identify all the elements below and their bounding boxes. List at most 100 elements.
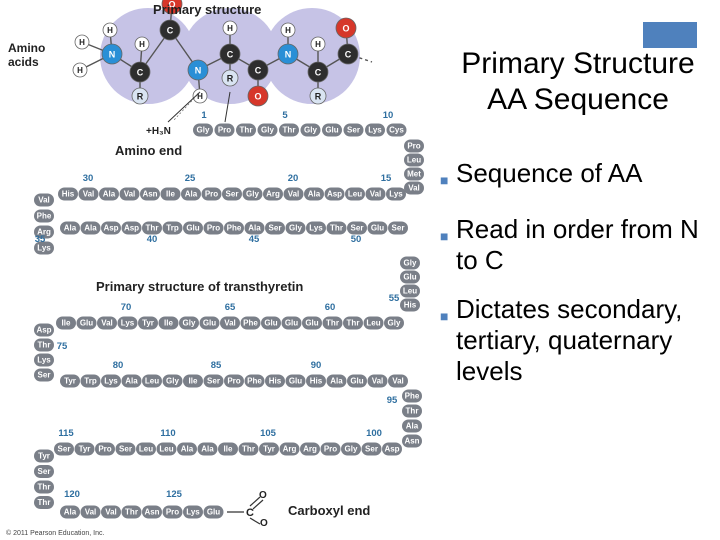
- residue-label: Tyr: [142, 319, 154, 328]
- residue-label: Thr: [326, 319, 339, 328]
- residue-label: Val: [372, 377, 384, 386]
- residue-bead: Val: [283, 187, 304, 201]
- residue-bead: Ala: [181, 187, 201, 201]
- residue-label: Lys: [368, 126, 382, 135]
- residue-bead: Ala: [121, 374, 142, 388]
- bullet-marker-icon: ■: [440, 308, 449, 324]
- residue-bead: Asp: [324, 187, 345, 201]
- residue-bead: Gly: [341, 442, 361, 456]
- residue-label: Asp: [384, 445, 399, 454]
- atom-label: C: [227, 50, 234, 60]
- residue-label: Ala: [84, 224, 97, 233]
- residue-number: 45: [249, 234, 260, 245]
- residue-label: Ala: [64, 224, 77, 233]
- residue-bead: Val: [220, 316, 240, 330]
- residue-label: Glu: [207, 508, 220, 517]
- residue-bead: Leu: [404, 153, 424, 167]
- amino-end-label: Amino end: [115, 143, 182, 158]
- residue-bead: Lys: [306, 221, 326, 235]
- residue-label: Asn: [404, 437, 419, 446]
- residue-label: Pro: [205, 190, 218, 199]
- residue-label: Glu: [186, 224, 199, 233]
- atom-o: [335, 17, 357, 39]
- atom-label: N: [195, 66, 202, 76]
- residue-label: Glu: [264, 319, 277, 328]
- atom-c: [129, 61, 151, 83]
- residue-label: His: [310, 377, 323, 386]
- atom-label: R: [315, 92, 322, 102]
- atom-c: [307, 61, 329, 83]
- residue-label: Pro: [166, 508, 179, 517]
- title-line-1: Primary Structure: [461, 47, 695, 80]
- carboxyl-carbon: C: [246, 507, 254, 519]
- residue-bead: Pro: [320, 442, 341, 456]
- residue-bead: Gly: [400, 256, 420, 270]
- residue-label: Tyr: [79, 445, 91, 454]
- atom-h: [74, 34, 90, 50]
- residue-bead: Ala: [99, 187, 119, 201]
- residue-label: Thr: [347, 319, 360, 328]
- residue-bead: Gly: [300, 123, 321, 137]
- residue-bead: Ser: [115, 442, 136, 456]
- atom-o: [161, 0, 183, 15]
- residue-label: Asn: [142, 190, 157, 199]
- amino-acids-label: Amino acids: [8, 41, 49, 69]
- residue-number: 105: [260, 428, 277, 439]
- atom-label: C: [137, 68, 144, 78]
- residue-label: Ala: [103, 190, 116, 199]
- residue-label: Ser: [365, 445, 378, 454]
- residue-bead: Ser: [222, 187, 242, 201]
- residue-bead: His: [265, 374, 285, 388]
- residue-label: Glu: [403, 273, 416, 282]
- bullet-list: ■ Sequence of AA ■ Read in order from N …: [440, 158, 715, 405]
- atom-h: [102, 22, 118, 38]
- residue-label: Thr: [406, 407, 419, 416]
- residue-bead: Thr: [34, 480, 54, 494]
- atom-label: C: [345, 50, 352, 60]
- atom-h: [192, 88, 208, 104]
- residue-bead: Ser: [265, 221, 285, 235]
- residue-bead: Lys: [183, 505, 203, 519]
- residue-bead: Glu: [322, 123, 342, 137]
- residue-label: Ile: [224, 445, 233, 454]
- residue-label: Asp: [327, 190, 342, 199]
- residue-label: Lys: [37, 244, 51, 253]
- residue-bead: Pro: [95, 442, 115, 456]
- residue-label: Ala: [406, 422, 419, 431]
- residue-label: Pro: [98, 445, 111, 454]
- atom-label: O: [254, 92, 261, 102]
- residue-bead: Ser: [388, 221, 408, 235]
- residue-label: Ala: [248, 224, 261, 233]
- residue-bead: Ser: [361, 442, 382, 456]
- atom-label: C: [167, 26, 174, 36]
- residue-bead: Thr: [238, 442, 259, 456]
- residue-bead: Gly: [193, 123, 213, 137]
- residue-bead: Lys: [117, 316, 138, 330]
- residue-bead: Arg: [300, 442, 320, 456]
- atom-label: H: [79, 38, 85, 47]
- residue-number: 80: [113, 360, 124, 371]
- residue-bead: Val: [365, 187, 386, 201]
- residue-label: Thr: [146, 224, 159, 233]
- residue-bead: Ala: [177, 442, 197, 456]
- residue-number: 95: [387, 395, 398, 406]
- residue-bead: Leu: [345, 187, 365, 201]
- residue-bead: Thr: [34, 338, 54, 352]
- residue-bead: Glu: [347, 374, 367, 388]
- bullet-item: ■ Read in order from N to C: [440, 214, 699, 275]
- residue-bead: Gly: [242, 187, 263, 201]
- residue-label: Ala: [181, 445, 194, 454]
- residue-bead: Val: [367, 374, 388, 388]
- residue-bead: Glu: [261, 316, 281, 330]
- residue-label: Ser: [58, 445, 71, 454]
- residue-bead: Ser: [34, 368, 54, 382]
- atom-h: [134, 36, 150, 52]
- residue-bead: Ser: [54, 442, 74, 456]
- residue-bead: Thr: [121, 505, 142, 519]
- residue-number: 125: [166, 489, 183, 500]
- residue-bead: Leu: [156, 442, 177, 456]
- residue-number: 15: [381, 173, 392, 184]
- residue-label: Asp: [124, 224, 139, 233]
